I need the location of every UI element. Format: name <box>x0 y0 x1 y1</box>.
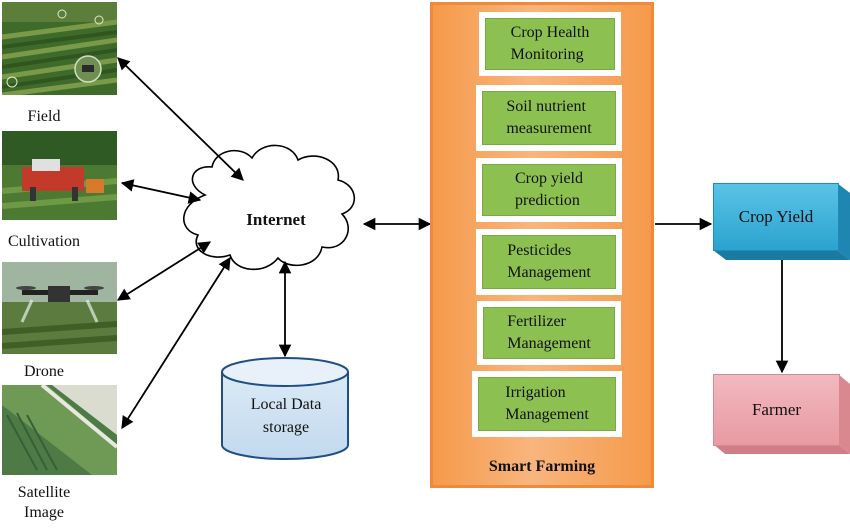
drone-label: Drone <box>24 363 64 380</box>
module-label: Crop yield prediction <box>482 164 616 216</box>
module-fertilizer: Fertilizer Management <box>477 301 621 365</box>
satellite-image <box>2 385 117 475</box>
field-image <box>2 2 117 95</box>
internet-label: Internet <box>246 210 306 229</box>
storage-label: Local Data storage <box>250 396 322 436</box>
cultivation-label: Cultivation <box>8 233 80 250</box>
module-label: Fertilizer Management <box>483 307 615 359</box>
farmer-label: Farmer <box>713 374 840 446</box>
crop-yield-box: Crop Yield <box>713 183 850 260</box>
module-label: Crop Health Monitoring <box>485 18 615 70</box>
satellite-label: Satellite Image <box>17 484 71 521</box>
satellite-internet-arrow <box>121 256 231 430</box>
drone-image <box>2 262 117 354</box>
cultivation-internet-arrow <box>120 179 202 204</box>
crop-yield-label: Crop Yield <box>713 183 839 251</box>
module-irrigation: Irrigation Management <box>472 371 622 437</box>
smart-farming-title: Smart Farming <box>488 458 596 475</box>
module-label: Pesticides Management <box>482 235 616 289</box>
farmer-box: Farmer <box>713 374 850 454</box>
module-label: Soil nutrient measurement <box>482 91 616 145</box>
module-soil-nutrient: Soil nutrient measurement <box>476 85 622 151</box>
drone-internet-arrow <box>116 241 212 301</box>
module-label: Irrigation Management <box>478 377 616 431</box>
cultivation-image <box>2 131 117 220</box>
module-pesticides: Pesticides Management <box>476 229 622 295</box>
internet-cloud <box>183 144 356 271</box>
module-crop-health: Crop Health Monitoring <box>479 12 621 76</box>
module-crop-yield-prediction: Crop yield prediction <box>476 158 622 222</box>
field-label: Field <box>27 108 61 125</box>
field-internet-arrow <box>117 57 244 181</box>
